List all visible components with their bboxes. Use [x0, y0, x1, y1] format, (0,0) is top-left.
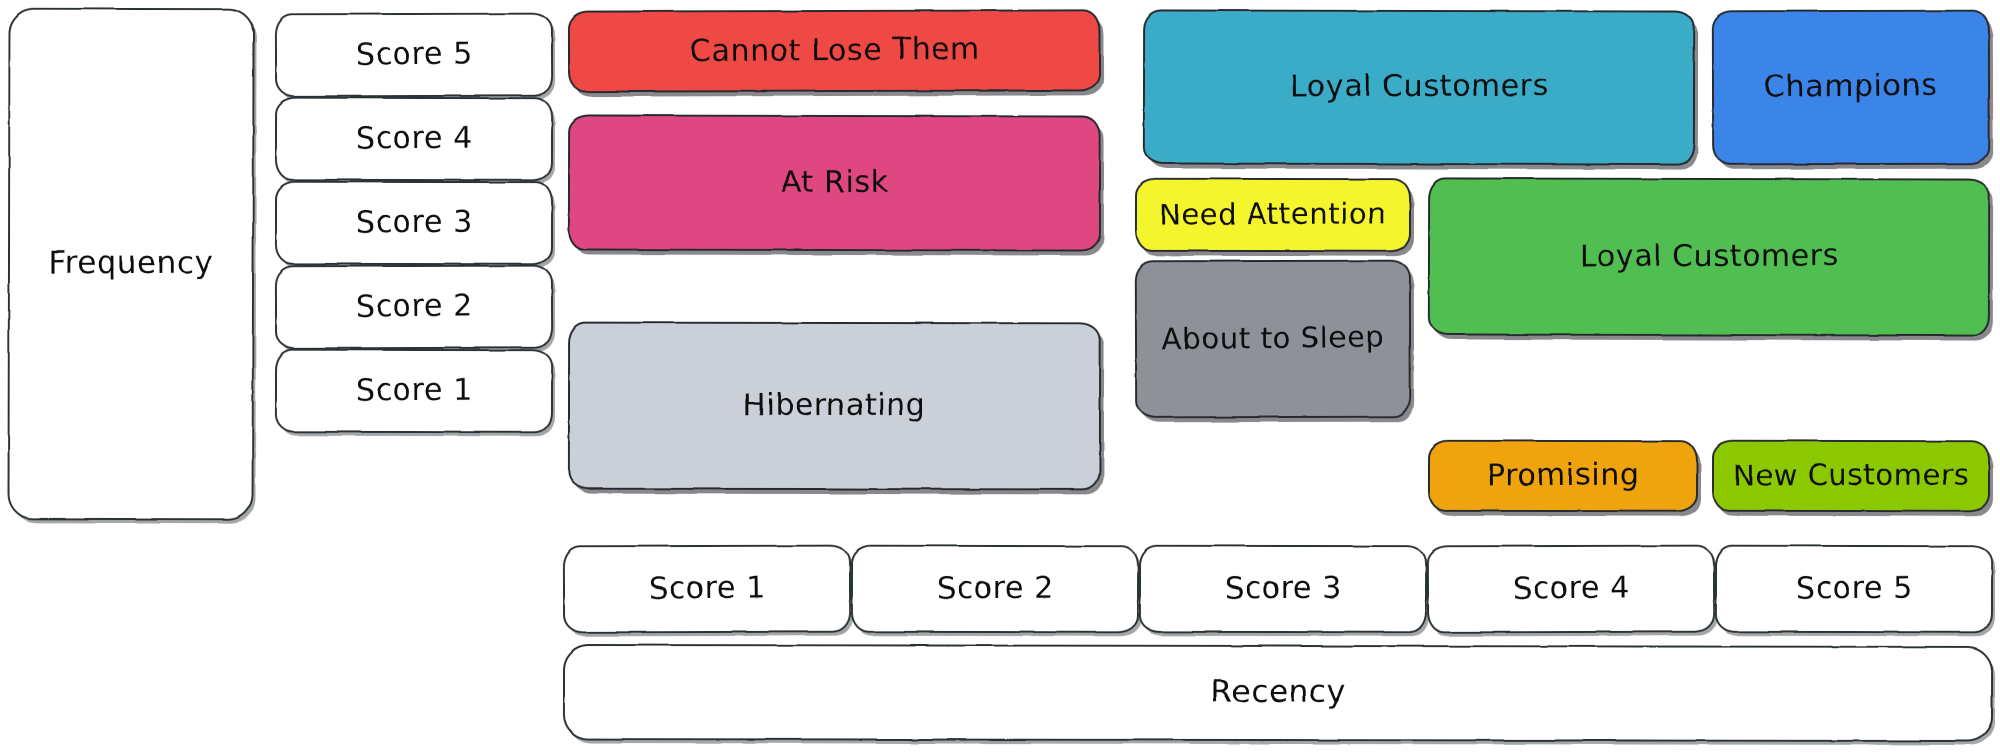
recency-score-3[interactable]: Score 3	[1138, 544, 1428, 634]
frequency-axis-label-text: Frequency	[48, 244, 214, 282]
frequency-score-5[interactable]: Score 5	[274, 12, 554, 98]
recency-score-2[interactable]: Score 2	[850, 544, 1140, 634]
recency-axis-label-text: Recency	[1210, 673, 1346, 711]
recency-axis-label: Recency	[562, 644, 1994, 742]
recency-score-5[interactable]: Score 5	[1714, 544, 1994, 634]
segment-champions[interactable]: Champions	[1711, 9, 1991, 166]
segment-loyal-customers-teal[interactable]: Loyal Customers	[1142, 9, 1696, 166]
segment-hibernating[interactable]: Hibernating	[567, 321, 1102, 491]
frequency-axis-label: Frequency	[7, 7, 255, 521]
recency-score-4[interactable]: Score 4	[1426, 544, 1716, 634]
segment-at-risk[interactable]: At Risk	[567, 114, 1102, 252]
recency-score-1[interactable]: Score 1	[562, 544, 852, 634]
segment-about-to-sleep[interactable]: About to Sleep	[1134, 259, 1412, 419]
frequency-score-1[interactable]: Score 1	[274, 348, 554, 434]
segment-new-customers[interactable]: New Customers	[1711, 439, 1991, 513]
segment-need-attention[interactable]: Need Attention	[1134, 177, 1412, 253]
frequency-score-4[interactable]: Score 4	[274, 96, 554, 182]
frequency-score-2[interactable]: Score 2	[274, 264, 554, 350]
segment-cannot-lose-them[interactable]: Cannot Lose Them	[567, 9, 1102, 93]
segment-promising[interactable]: Promising	[1427, 439, 1699, 513]
segment-loyal-customers-green[interactable]: Loyal Customers	[1427, 177, 1991, 337]
frequency-score-3[interactable]: Score 3	[274, 180, 554, 266]
